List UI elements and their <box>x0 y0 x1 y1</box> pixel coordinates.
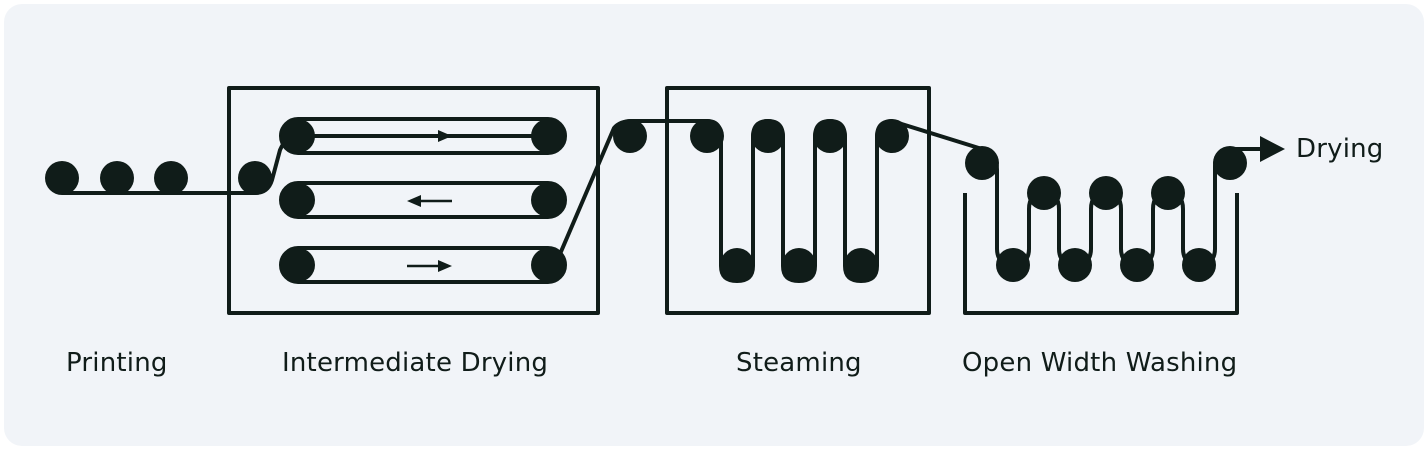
stage-label-printing: Printing <box>66 348 168 378</box>
process-flow-graphic <box>45 86 1285 315</box>
dryer-entry-roller <box>238 161 272 195</box>
dryer-roller-bottom-left <box>281 248 315 282</box>
printing-roller-1 <box>45 161 79 195</box>
dryer-roller-middle-left <box>281 183 315 217</box>
steamer-roller-bottom-1 <box>720 248 754 282</box>
stage-label-steaming: Steaming <box>736 348 862 378</box>
steamer-roller-top-1 <box>690 119 724 153</box>
arrowhead-right-bottom <box>438 260 452 272</box>
steamer-roller-bottom-2 <box>782 248 816 282</box>
dryer-roller-top-right <box>531 119 565 153</box>
arrowhead-left-middle <box>407 195 421 207</box>
steamer-roller-top-2 <box>751 119 785 153</box>
printing-roller-3 <box>154 161 188 195</box>
washer-roller-bottom-4 <box>1182 248 1216 282</box>
stage-label-open-width-washing: Open Width Washing <box>962 348 1238 378</box>
washer-roller-top-3 <box>1151 176 1185 210</box>
washer-exit-roller <box>1213 146 1247 180</box>
output-arrowhead <box>1260 136 1285 162</box>
dryer-roller-bottom-right <box>531 248 565 282</box>
steamer-roller-top-3 <box>813 119 847 153</box>
process-diagram: Printing Intermediate Drying Steaming Op… <box>4 4 1424 446</box>
steaming-enclosure <box>665 86 931 315</box>
washer-roller-top-2 <box>1089 176 1123 210</box>
washing-tank <box>963 193 1239 315</box>
washer-roller-bottom-2 <box>1058 248 1092 282</box>
washer-roller-bottom-3 <box>1120 248 1154 282</box>
arrowhead-right-top <box>438 130 452 142</box>
stage-label-intermediate-drying: Intermediate Drying <box>282 348 549 378</box>
dryer-roller-top-left <box>281 119 315 153</box>
intermediate-drying-enclosure <box>227 86 600 315</box>
printing-roller-2 <box>100 161 134 195</box>
washer-roller-top-1 <box>1027 176 1061 210</box>
steamer-roller-bottom-3 <box>844 248 878 282</box>
washer-roller-bottom-1 <box>996 248 1030 282</box>
output-label-drying: Drying <box>1296 134 1384 164</box>
dryer-roller-middle-right <box>531 183 565 217</box>
transfer-roller <box>613 119 647 153</box>
steamer-roller-top-4 <box>875 119 909 153</box>
washer-entry-roller <box>965 146 999 180</box>
